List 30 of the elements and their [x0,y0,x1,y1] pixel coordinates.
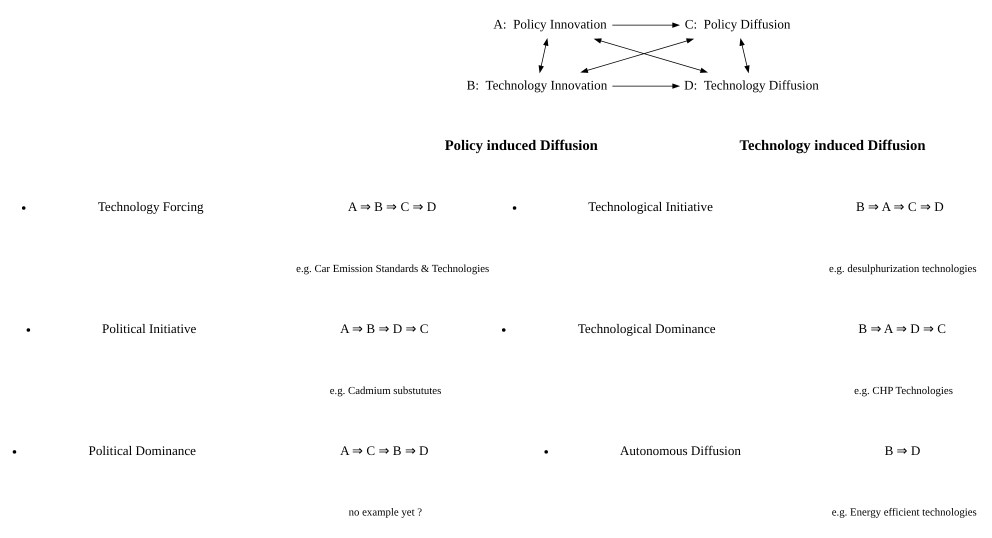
arrow [611,22,680,28]
label: no example yet ? [348,506,422,519]
label: Technology Forcing [97,199,204,214]
label: A ⇒ B ⇒ D ⇒ C [340,321,428,336]
label: Political Initiative [102,321,196,336]
node-text: B: Technology Innovation [466,77,607,92]
arrow [611,83,680,89]
label: Political Dominance [88,443,196,458]
label: Autonomous Diffusion [619,443,740,458]
label: Technology induced Diffusion [739,138,925,154]
label: B ⇒ A ⇒ D ⇒ C [858,321,946,336]
label: e.g. desulphurization technologies [828,262,976,275]
label: Technological Dominance [577,321,716,336]
label: B ⇒ A ⇒ C ⇒ D [856,199,944,214]
node-text: A: Policy Innovation [492,16,606,32]
arrow [580,38,694,73]
label: e.g. Cadmium substututes [329,384,441,397]
label: e.g. CHP Technologies [854,384,952,397]
arrow [739,38,750,74]
node-text: C: Policy Diffusion [684,16,790,32]
label: A ⇒ C ⇒ B ⇒ D [340,443,428,458]
node-text: D: Technology Diffusion [684,77,818,92]
label: Technological Initiative [588,199,712,214]
arrow [538,38,548,74]
label: e.g. Energy efficient technologies [831,506,976,519]
label: B ⇒ D [884,443,920,458]
arrow [593,38,708,73]
label: Policy induced Diffusion [444,138,598,154]
label: e.g. Car Emission Standards & Technologies [296,262,489,275]
label: A ⇒ B ⇒ C ⇒ D [347,199,436,214]
